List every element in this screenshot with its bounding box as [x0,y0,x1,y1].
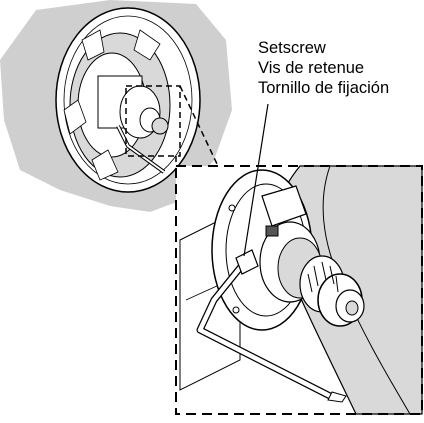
knob-icon [299,255,365,327]
callout-french: Vis de retenue [258,59,365,77]
overview-wheel [55,7,201,193]
detail-view [176,103,423,415]
callout-leader [243,103,269,257]
setscrew-icon [265,225,279,237]
detail-box-small [125,85,181,157]
setscrew-callout: Setscrew Vis de retenue Tornillo de fija… [258,38,389,98]
connector-line-top [179,85,219,167]
hex-key-icon [196,249,347,403]
detail-frame-icon [175,165,423,415]
callout-spanish: Tornillo de fijación [258,79,390,97]
callout-english: Setscrew [258,39,326,57]
